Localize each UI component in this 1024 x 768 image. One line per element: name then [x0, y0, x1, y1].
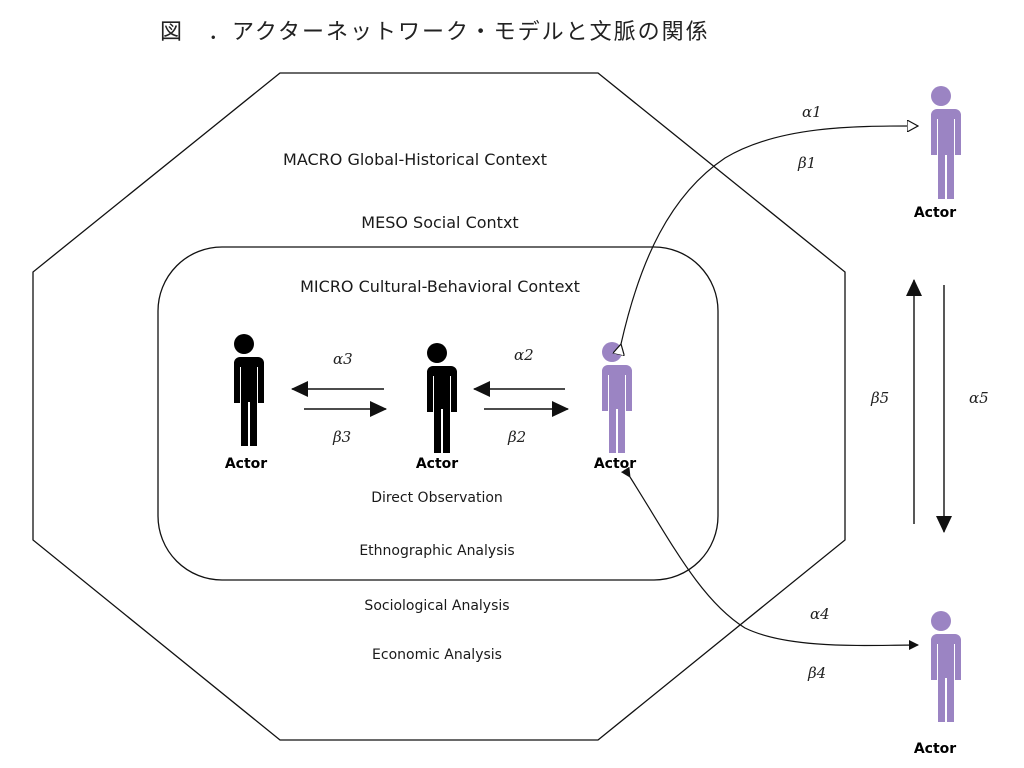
micro-context-label: MICRO Cultural-Behavioral Context — [300, 277, 580, 296]
arrow-alpha1-beta1 — [621, 126, 918, 344]
beta2-label: β2 — [508, 428, 527, 446]
actor-3-label: Actor — [593, 456, 637, 472]
actor-bottom-right-label: Actor — [913, 741, 957, 757]
figure-title: 図 ．アクターネットワーク・モデルと文脈の関係 — [160, 20, 710, 45]
meso-context-label: MESO Social Contxt — [361, 213, 519, 232]
micro-context-boundary — [157, 246, 719, 581]
direct-observation-label: Direct Observation — [371, 490, 503, 506]
person-icon-actor-2 — [423, 343, 457, 453]
macro-context-label: MACRO Global-Historical Context — [283, 150, 547, 169]
beta3-label: β3 — [333, 428, 352, 446]
economic-analysis-label: Economic Analysis — [372, 647, 502, 663]
beta5-label: β5 — [871, 389, 890, 407]
person-icon-actor-bottom-right — [927, 611, 961, 722]
alpha4-label: α4 — [810, 605, 830, 623]
sociological-analysis-label: Sociological Analysis — [364, 598, 510, 614]
person-icon-actor-top-right — [927, 86, 961, 199]
actor-top-right-label: Actor — [913, 205, 957, 221]
alpha5-label: α5 — [969, 389, 989, 407]
alpha1-label: α1 — [802, 103, 822, 121]
person-icon-actor-3 — [598, 342, 632, 453]
actor-2-label: Actor — [415, 456, 459, 472]
beta1-label: β1 — [798, 154, 817, 172]
ethnographic-analysis-label: Ethnographic Analysis — [359, 543, 515, 559]
beta4-label: β4 — [808, 664, 827, 682]
alpha3-label: α3 — [333, 350, 353, 368]
person-icon-actor-1 — [230, 334, 264, 446]
arrow-alpha4-beta4 — [620, 466, 919, 651]
actor-1-label: Actor — [224, 456, 268, 472]
alpha2-label: α2 — [514, 346, 534, 364]
